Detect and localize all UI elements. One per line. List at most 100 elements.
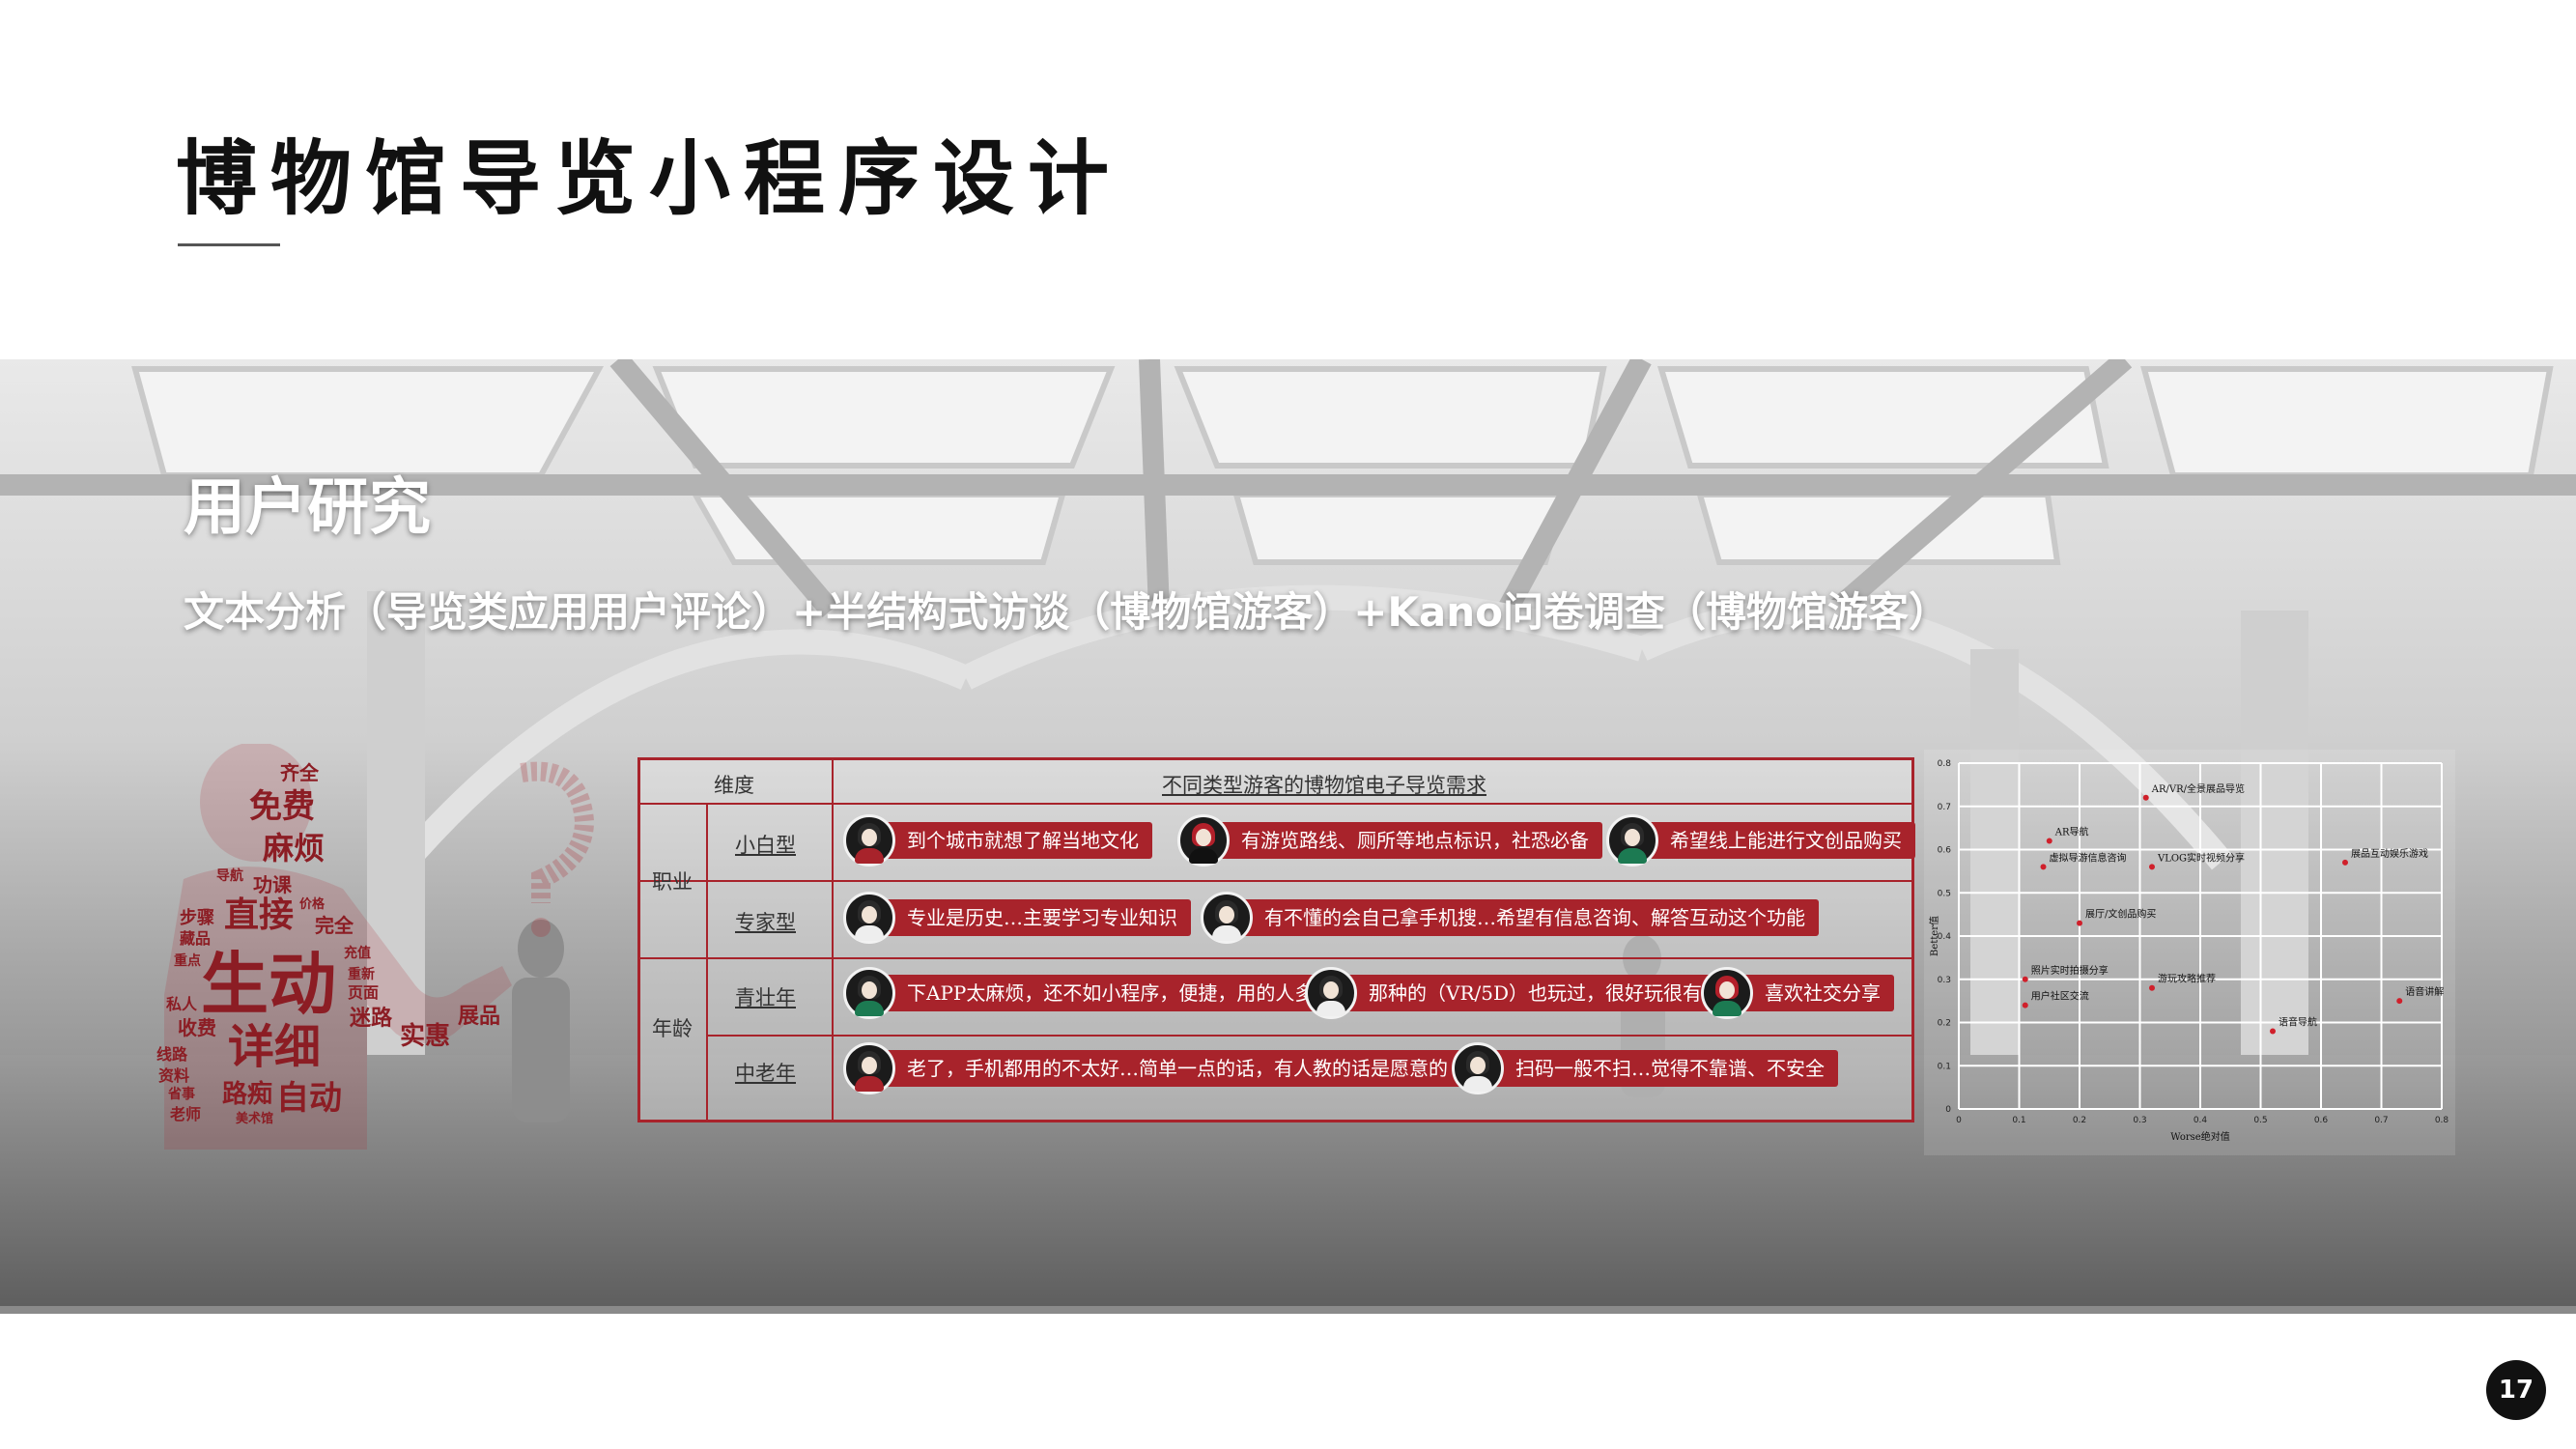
table-rule — [640, 803, 1911, 805]
x-tick-label: 0.8 — [2435, 1116, 2449, 1125]
y-tick-label: 0.4 — [1938, 932, 1952, 942]
user-avatar-icon — [843, 1042, 895, 1094]
user-avatar-icon — [843, 814, 895, 867]
quote-bubble: 老了，手机都用的不太好…简单一点的话，有人教的话是愿意的 — [886, 1050, 1461, 1087]
word-cloud-figure: 齐全 免费 麻烦 导航 功课 直接 价格 完全 步骤 藏品 生动 私人 重点 页… — [145, 744, 609, 1150]
section-subtitle: 文本分析（导览类应用用户评论）+半结构式访谈（博物馆游客）+Kano问卷调查（博… — [184, 588, 1950, 636]
user-avatar-icon — [1606, 814, 1658, 867]
data-point — [2022, 976, 2028, 982]
word-cloud-word: 功课 — [253, 873, 292, 896]
y-tick-label: 0.5 — [1938, 889, 1951, 898]
data-point-label: 语音导航 — [2279, 1015, 2317, 1028]
x-axis-label: Worse绝对值 — [2170, 1130, 2229, 1143]
data-point — [2077, 920, 2082, 926]
y-tick-label: 0.8 — [1938, 759, 1952, 769]
user-avatar-icon — [1701, 967, 1753, 1019]
quote-item: 希望线上能进行文创品购买 — [1606, 814, 1915, 867]
data-point-label: AR导航 — [2054, 826, 2089, 838]
word-cloud-word: 导航 — [216, 868, 243, 884]
word-cloud-word: 齐全 — [280, 761, 319, 784]
data-point — [2046, 838, 2052, 844]
data-point — [2142, 794, 2149, 801]
data-point — [2022, 1002, 2028, 1009]
word-cloud-word: 价格 — [299, 897, 326, 912]
word-cloud-word: 免费 — [249, 787, 315, 826]
word-cloud-word: 页面 — [348, 983, 380, 1002]
y-tick-label: 0.1 — [1938, 1062, 1951, 1071]
group-age: 年龄 — [652, 1017, 693, 1040]
word-cloud-word: 直接 — [224, 895, 295, 935]
quote-item: 有游览路线、厕所等地点标识，社恐必备 — [1177, 814, 1602, 867]
word-cloud-word: 充值 — [344, 946, 371, 961]
word-cloud-word: 线路 — [156, 1045, 188, 1064]
data-point — [2149, 864, 2155, 870]
data-point — [2342, 859, 2348, 866]
data-point-label: 虚拟导游信息咨询 — [2050, 851, 2127, 864]
data-point — [2040, 864, 2047, 870]
word-cloud-word: 实惠 — [400, 1022, 451, 1051]
museum-hall-illustration — [0, 359, 2576, 1314]
data-point-label: 展厅/文创品购买 — [2085, 908, 2156, 921]
user-avatar-icon — [1201, 892, 1253, 944]
page-title: 博物馆导览小程序设计 — [176, 131, 1123, 226]
row-label-young-adult: 青壮年 — [735, 986, 796, 1009]
word-cloud-word: 美术馆 — [236, 1112, 274, 1126]
word-cloud-word: 自动 — [276, 1079, 342, 1118]
user-avatar-icon — [843, 967, 895, 1019]
data-point-label: VLOG实时视频分享 — [2157, 851, 2245, 864]
word-cloud-word: 老师 — [170, 1105, 202, 1123]
y-tick-label: 0.6 — [1938, 846, 1952, 856]
data-point-label: 照片实时拍摄分享 — [2031, 964, 2109, 977]
user-avatar-icon — [843, 892, 895, 944]
data-point-label: AR/VR/全景展品导览 — [2151, 782, 2245, 795]
data-point — [2149, 984, 2155, 991]
data-point-label: 用户社区交流 — [2031, 990, 2089, 1003]
table-rule — [640, 880, 1911, 882]
quote-bubble: 下APP太麻烦，还不如小程序，便捷，用的人多 — [886, 975, 1328, 1011]
x-tick-label: 0.2 — [2073, 1116, 2086, 1125]
word-cloud-word: 详细 — [228, 1020, 322, 1074]
user-avatar-icon — [1177, 814, 1230, 867]
x-tick-label: 0.6 — [2314, 1116, 2329, 1125]
y-tick-label: 0 — [1945, 1105, 1951, 1115]
x-tick-label: 0 — [1956, 1116, 1962, 1125]
quote-item: 喜欢社交分享 — [1701, 967, 1894, 1019]
museum-hall-background — [0, 359, 2576, 1314]
x-tick-label: 0.3 — [2133, 1116, 2146, 1125]
word-cloud-word: 展品 — [458, 1005, 501, 1029]
word-cloud-word: 收费 — [178, 1016, 216, 1039]
quote-item: 到个城市就想了解当地文化 — [843, 814, 1152, 867]
quote-bubble: 有不懂的会自己拿手机搜…希望有信息咨询、解答互动这个功能 — [1243, 899, 1819, 936]
table-rule — [706, 803, 708, 1120]
x-tick-label: 0.1 — [2012, 1116, 2025, 1125]
quote-item: 下APP太麻烦，还不如小程序，便捷，用的人多 — [843, 967, 1328, 1019]
quote-item: 扫码一般不扫…觉得不靠谱、不安全 — [1452, 1042, 1838, 1094]
quote-item: 专业是历史…主要学习专业知识 — [843, 892, 1191, 944]
row-label-senior: 中老年 — [735, 1062, 796, 1085]
word-cloud-word: 路痴 — [222, 1080, 273, 1109]
quote-bubble: 扫码一般不扫…觉得不靠谱、不安全 — [1494, 1050, 1838, 1087]
section-title: 用户研究 — [184, 472, 431, 544]
x-tick-label: 0.5 — [2253, 1116, 2267, 1125]
thinking-person-silhouette — [164, 744, 595, 1150]
user-avatar-icon — [1305, 967, 1357, 1019]
row-label-expert: 专家型 — [735, 911, 796, 934]
word-cloud-word: 生动 — [201, 945, 336, 1024]
word-cloud-word: 省事 — [168, 1087, 195, 1102]
hero-bottom-edge — [0, 1306, 2576, 1314]
quote-bubble: 喜欢社交分享 — [1743, 975, 1894, 1011]
y-tick-label: 0.2 — [1938, 1019, 1951, 1029]
data-point — [2396, 998, 2403, 1005]
table-rule — [640, 957, 1911, 959]
quote-bubble: 有游览路线、厕所等地点标识，社恐必备 — [1220, 822, 1602, 859]
word-cloud-word: 迷路 — [350, 1007, 393, 1031]
x-tick-label: 0.7 — [2374, 1116, 2388, 1125]
quote-bubble: 那种的（VR/5D）也玩过，很好玩很有趣 — [1347, 975, 1735, 1011]
quote-bubble: 专业是历史…主要学习专业知识 — [886, 899, 1191, 936]
y-tick-label: 0.3 — [1938, 976, 1951, 985]
word-cloud-word: 藏品 — [180, 929, 212, 948]
page-number-badge: 17 — [2486, 1360, 2546, 1420]
data-point-label: 游玩攻略推荐 — [2158, 973, 2216, 985]
